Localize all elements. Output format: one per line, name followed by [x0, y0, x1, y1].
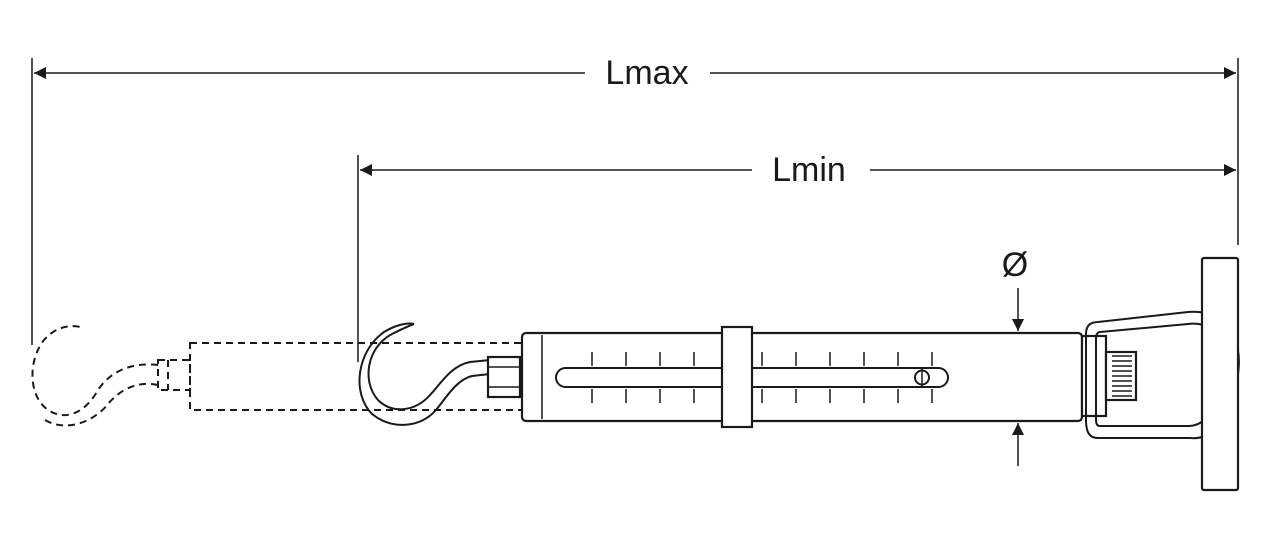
mounting-plate [1200, 256, 1240, 492]
hook-outer [367, 323, 491, 411]
scale-tube [520, 331, 1084, 423]
hook-connector [486, 355, 522, 399]
lmin-dimension: Lmin [360, 151, 1236, 189]
extended-position-ghost [31, 325, 523, 427]
lmax-label: Lmax [605, 54, 688, 92]
diameter-label: Ø [1002, 246, 1028, 284]
lmin-label: Lmin [772, 151, 846, 189]
knob-knurling [1112, 355, 1132, 397]
sliding-ring [720, 325, 754, 429]
ghost-hook [31, 325, 159, 417]
lmax-dimension: Lmax [34, 54, 1236, 92]
ghost-nut [157, 359, 191, 391]
hook [358, 322, 491, 426]
scale-ticks [591, 352, 933, 403]
